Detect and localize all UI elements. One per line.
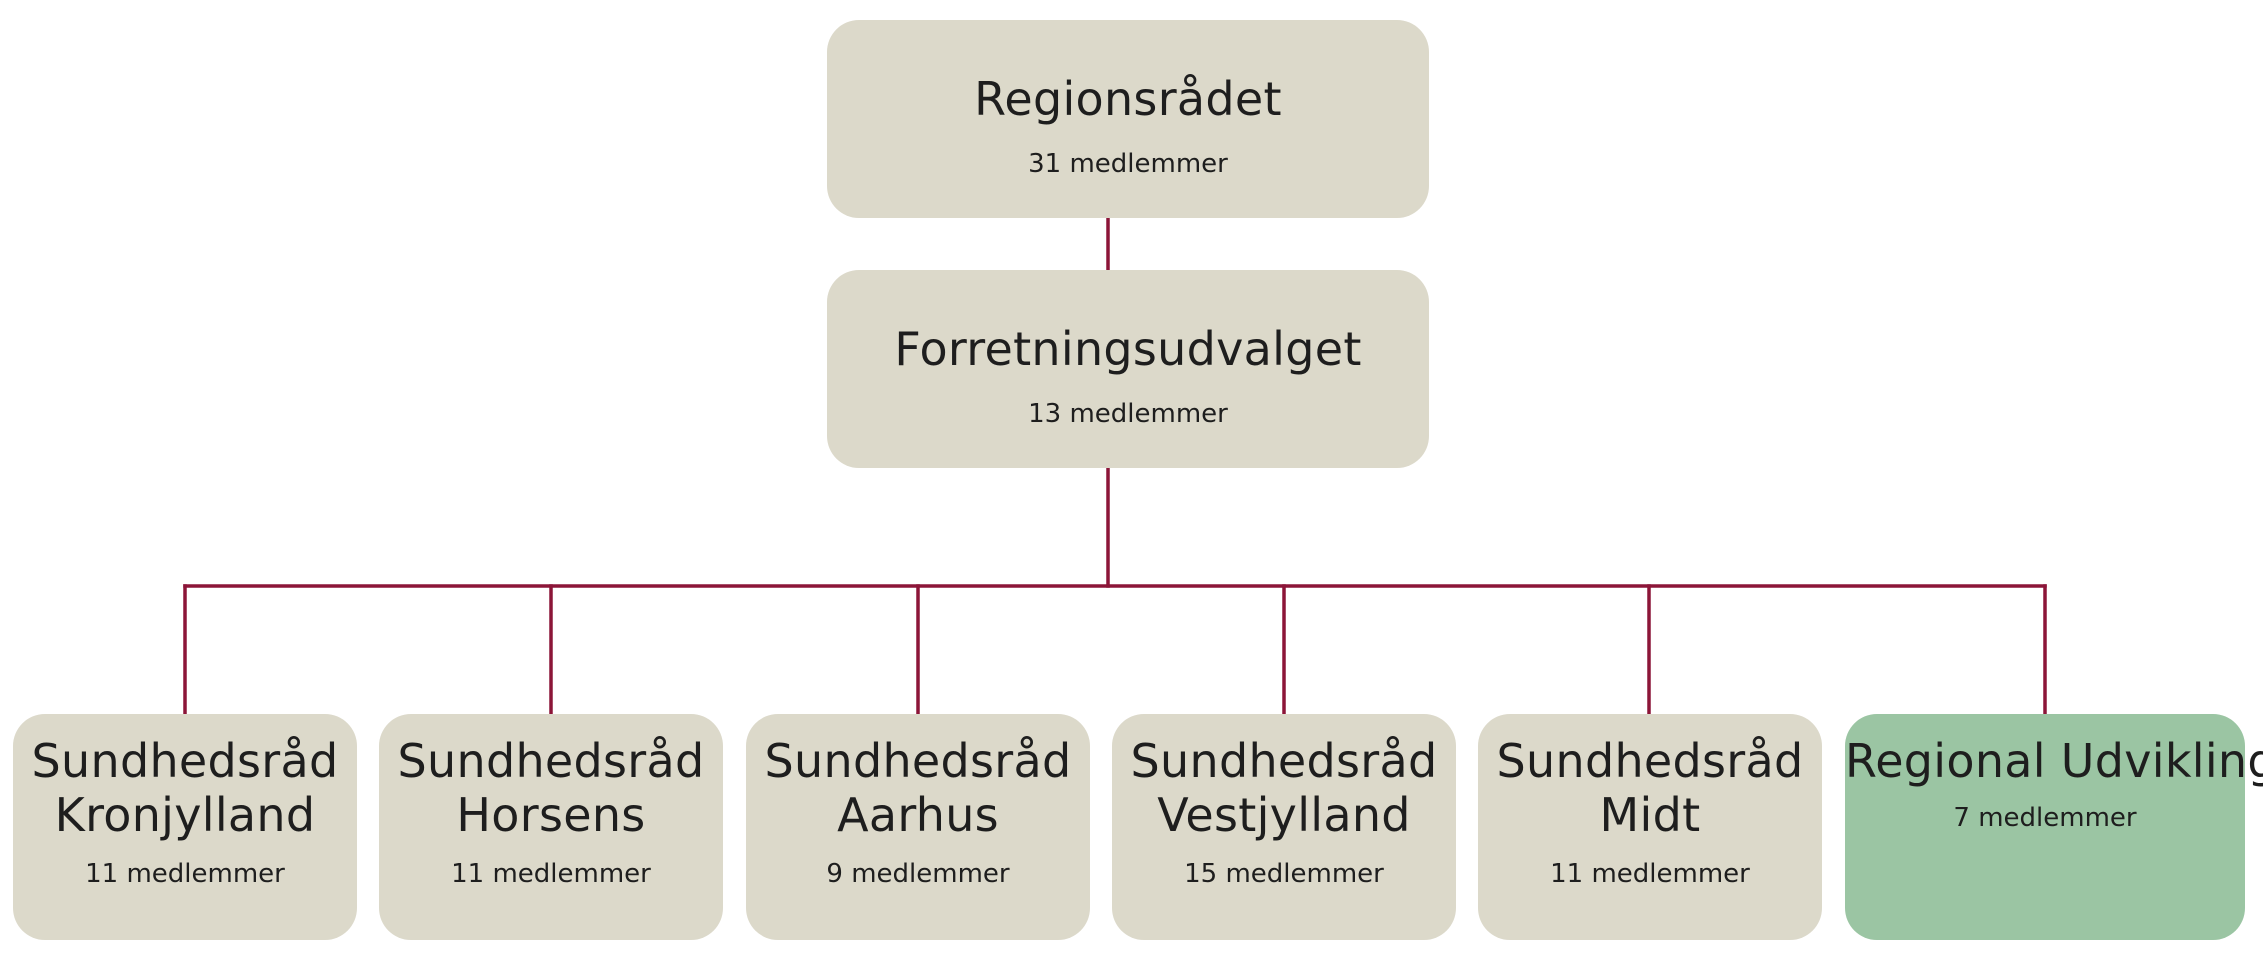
- node-forretningsudvalget: Forretningsudvalget 13 medlemmer: [827, 270, 1429, 468]
- node-sundhedsraad-vestjylland: Sundhedsråd Vestjylland 15 medlemmer: [1112, 714, 1456, 940]
- node-member-count: 13 medlemmer: [1028, 399, 1228, 429]
- node-sundhedsraad-aarhus: Sundhedsråd Aarhus 9 medlemmer: [746, 714, 1090, 940]
- node-title-line: Sundhedsråd: [1496, 734, 1804, 788]
- node-title: Sundhedsråd Midt: [1478, 734, 1822, 842]
- node-member-count: 9 medlemmer: [826, 859, 1010, 889]
- node-title: Regional Udvikling: [1845, 734, 2263, 788]
- node-title-line: Regional Udvikling: [1845, 734, 2263, 788]
- node-regionsraadet: Regionsrådet 31 medlemmer: [827, 20, 1429, 218]
- node-title: Regionsrådet: [974, 72, 1282, 126]
- node-regional-udvikling: Regional Udvikling 7 medlemmer: [1845, 714, 2263, 940]
- node-title-line: Sundhedsråd: [397, 734, 705, 788]
- node-title: Sundhedsråd Horsens: [379, 734, 723, 842]
- node-title-line: Sundhedsråd: [1130, 734, 1438, 788]
- node-member-count: 11 medlemmer: [85, 859, 285, 889]
- node-member-count: 15 medlemmer: [1184, 859, 1384, 889]
- node-title-line: Sundhedsråd: [31, 734, 339, 788]
- node-title-line: Horsens: [456, 788, 646, 842]
- node-title-line: Aarhus: [837, 788, 999, 842]
- node-sundhedsraad-horsens: Sundhedsråd Horsens 11 medlemmer: [379, 714, 723, 940]
- node-member-count: 11 medlemmer: [1550, 859, 1750, 889]
- node-title: Sundhedsråd Aarhus: [746, 734, 1090, 842]
- node-title: Sundhedsråd Kronjylland: [13, 734, 357, 842]
- node-title: Sundhedsråd Vestjylland: [1112, 734, 1456, 842]
- node-member-count: 7 medlemmer: [1953, 803, 2137, 833]
- node-title-line: Sundhedsråd: [764, 734, 1072, 788]
- node-sundhedsraad-midt: Sundhedsråd Midt 11 medlemmer: [1478, 714, 1822, 940]
- node-member-count: 31 medlemmer: [1028, 149, 1228, 179]
- node-member-count: 11 medlemmer: [451, 859, 651, 889]
- node-title: Forretningsudvalget: [894, 322, 1362, 376]
- node-title-line: Vestjylland: [1157, 788, 1411, 842]
- node-title-line: Midt: [1599, 788, 1701, 842]
- node-sundhedsraad-kronjylland: Sundhedsråd Kronjylland 11 medlemmer: [13, 714, 357, 940]
- node-title-line: Kronjylland: [54, 788, 316, 842]
